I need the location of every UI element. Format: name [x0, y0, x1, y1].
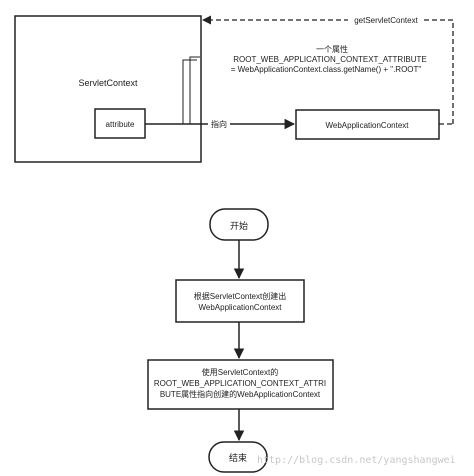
annotation-bracket-outer	[189, 56, 200, 124]
attribute-label: attribute	[106, 120, 135, 129]
watermark-text: http://blog.csdn.net/yangshangwei	[257, 455, 456, 466]
servlet-context-label: ServletContext	[78, 78, 138, 88]
get-servlet-context-arrow	[202, 15, 454, 124]
attribute-box	[94, 108, 146, 139]
annotation-line1: 一个属性	[316, 44, 348, 54]
step1-box	[175, 279, 305, 323]
step2-line1: 使用ServletContext的	[202, 367, 278, 377]
end-node	[208, 441, 268, 473]
annotation-bracket-line	[182, 59, 197, 124]
end-label: 结束	[229, 452, 247, 463]
step2-line3: BUTE属性指向创建的WebApplicationContext	[160, 389, 321, 399]
web-app-context-label: WebApplicationContext	[325, 121, 409, 130]
pointer-label: 指向	[211, 119, 227, 129]
annotation-line2: ROOT_WEB_APPLICATION_CONTEXT_ATTRIBUTE	[233, 55, 427, 64]
start-label: 开始	[230, 220, 248, 231]
get-servlet-context-label: getServletContext	[354, 16, 418, 25]
step2-line2: ROOT_WEB_APPLICATION_CONTEXT_ATTRI	[154, 379, 326, 388]
step1-line1: 根据ServletContext创建出	[194, 291, 286, 301]
servlet-context-box	[14, 15, 202, 163]
step1-line2: WebApplicationContext	[198, 303, 282, 312]
annotation-line3: = WebApplicationContext.class.getName() …	[231, 65, 422, 74]
web-app-context-box	[295, 109, 440, 140]
step2-box	[147, 359, 334, 410]
